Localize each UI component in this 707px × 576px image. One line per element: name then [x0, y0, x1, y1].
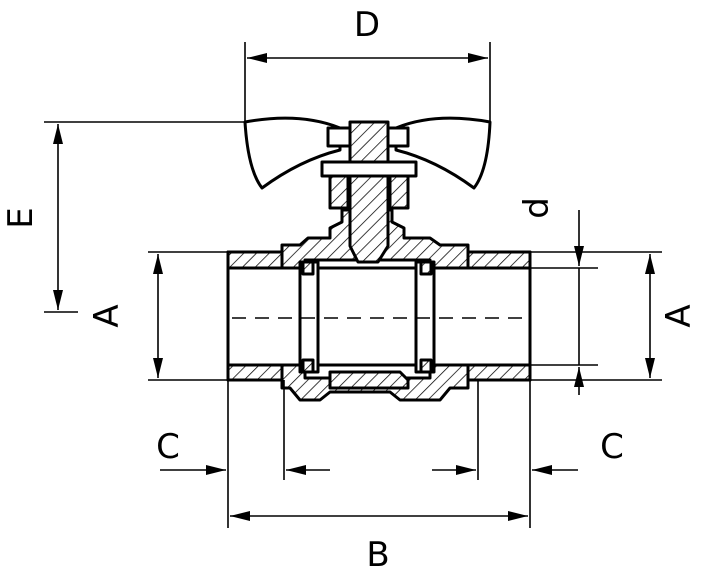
dimension-d: D — [244, 5, 491, 122]
dim-label-d: D — [354, 5, 380, 45]
seat-left-ring-top — [301, 260, 315, 276]
seat-left-ring-bottom — [301, 358, 315, 374]
seat-right-ring-bottom — [419, 358, 433, 374]
dim-label-c-right: C — [600, 427, 624, 467]
dim-label-a-left: A — [87, 304, 127, 327]
dimension-c-right: C — [432, 380, 624, 528]
dimension-e: E — [1, 121, 248, 313]
stem — [348, 120, 390, 264]
stem-washer — [320, 160, 418, 178]
dimension-c-left: C — [156, 380, 330, 528]
dim-label-e: E — [1, 207, 41, 228]
dim-label-c-left: C — [156, 427, 180, 467]
seat-right — [414, 260, 436, 374]
dimension-d-small: d — [517, 197, 598, 395]
seat-right-ring-top — [419, 260, 433, 276]
stem-and-handle — [243, 116, 492, 264]
dimension-a-left: A — [87, 251, 228, 381]
seat-left — [298, 260, 320, 374]
dim-label-d-small: d — [517, 197, 557, 219]
butterfly-handle-right — [394, 116, 492, 190]
butterfly-handle — [243, 116, 342, 190]
ball-bottom-detail — [328, 370, 410, 390]
dim-label-a-right: A — [659, 304, 699, 327]
dimension-a-right: A — [530, 251, 699, 381]
dim-label-b: B — [366, 535, 389, 575]
dimension-b: B — [230, 511, 528, 575]
valve-body — [226, 208, 532, 402]
